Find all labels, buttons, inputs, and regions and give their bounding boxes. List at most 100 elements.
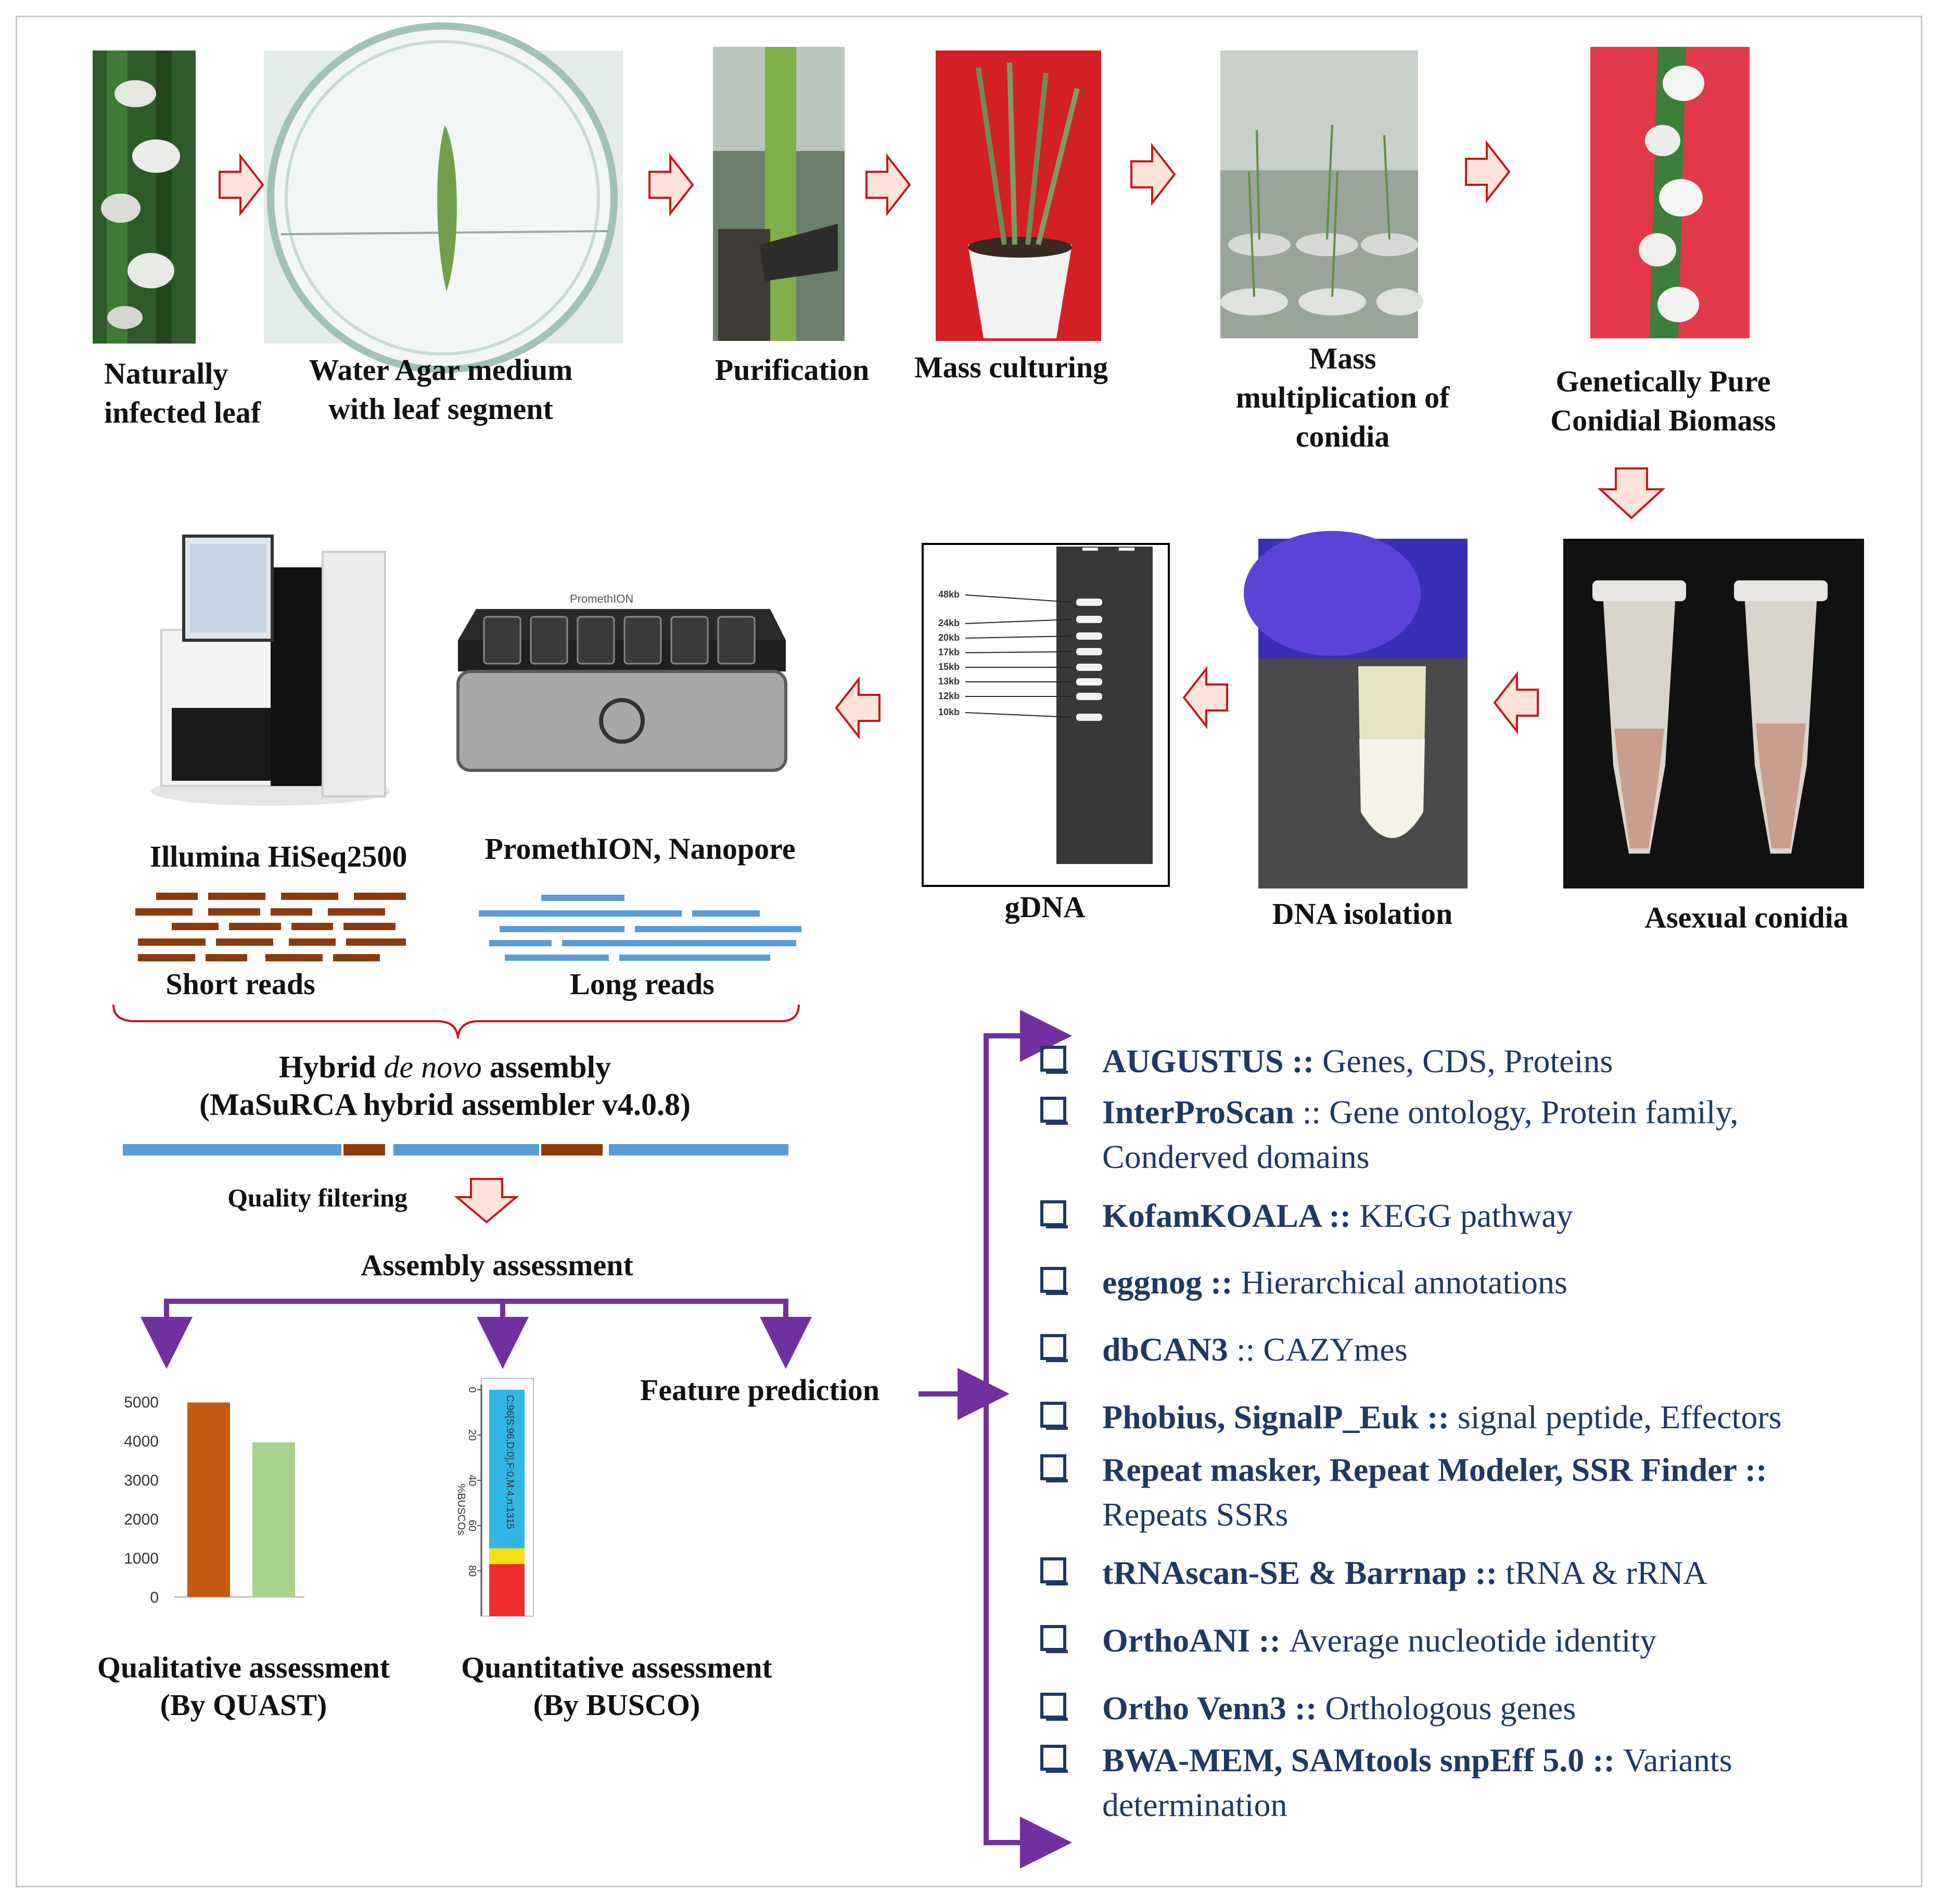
- checkbox-icon: [1040, 1693, 1066, 1719]
- tool-description-line: Repeats SSRs: [1102, 1496, 1288, 1533]
- ladder-label: 20kb: [938, 632, 960, 643]
- checkbox-icon: [1040, 1625, 1066, 1651]
- ladder-label: 17kb: [938, 647, 960, 657]
- flow-arrow-down-quality: [454, 1178, 519, 1224]
- y-tick-label: 5000: [124, 1394, 159, 1411]
- busco-segment: [489, 1390, 525, 1548]
- tool-description: tRNA & rRNA: [1506, 1554, 1707, 1591]
- y-tick-label: 80: [466, 1565, 478, 1577]
- tool-description-line: Conderved domains: [1102, 1138, 1370, 1175]
- checkbox-icon: [1040, 1402, 1066, 1428]
- y-tick-label: 0: [150, 1589, 159, 1606]
- annotation-tools-list: AUGUSTUS :: Genes, CDS, ProteinsInterPro…: [1040, 1043, 1782, 1823]
- figure-frame: [16, 16, 1922, 1887]
- label-water-agar: Water Agar medium with leaf segment: [309, 353, 573, 426]
- y-tick-label: 1000: [124, 1550, 159, 1567]
- photo-naturally-infected-leaf: [93, 50, 196, 344]
- busco-segment: [489, 1548, 525, 1564]
- y-tick-label: 2000: [124, 1511, 159, 1528]
- photo-mass-multiplication: [1220, 50, 1423, 338]
- tool-item: BWA-MEM, SAMtools snpEff 5.0 :: Variants…: [1040, 1742, 1732, 1823]
- label-short-reads: Short reads: [165, 967, 315, 1001]
- gel-ladder: 48kb 24kb 20kb 17kb 15kb 13kb 12kb 10kb: [938, 589, 1102, 721]
- photo-mass-culturing: [936, 50, 1101, 341]
- label-mass-multiplication: Mass multiplication of conidia: [1236, 341, 1450, 453]
- label-mass-culturing: Mass culturing: [914, 350, 1108, 384]
- tool-name: OrthoANI ::: [1102, 1622, 1289, 1659]
- photo-dna-isolation: [1244, 531, 1468, 888]
- label-line: Mass: [1309, 341, 1376, 375]
- label-line: Naturally: [104, 357, 228, 390]
- tool-name: eggnog ::: [1102, 1264, 1241, 1301]
- flow-arrows-top-row: [219, 140, 1511, 217]
- tool-text: dbCAN3 :: CAZYmes: [1102, 1331, 1408, 1368]
- y-tick-label: 4000: [124, 1433, 159, 1450]
- y-tick-label: 60: [466, 1520, 478, 1531]
- short-reads-graphic: [135, 893, 406, 961]
- label-hybrid-assembly: Hybrid de novo assembly: [279, 1050, 611, 1084]
- label-assembly-assessment: Assembly assessment: [361, 1248, 633, 1282]
- tool-description-line: determination: [1102, 1786, 1287, 1823]
- tool-item: eggnog :: Hierarchical annotations: [1040, 1264, 1567, 1301]
- tool-description: Genes, CDS, Proteins: [1322, 1043, 1613, 1080]
- label-line: infected leaf: [104, 396, 261, 429]
- checkbox-icon: [1040, 1557, 1066, 1583]
- tool-text: BWA-MEM, SAMtools snpEff 5.0 :: Variants: [1102, 1742, 1732, 1779]
- tool-name: Phobius, SignalP_Euk ::: [1102, 1399, 1458, 1436]
- tool-text: tRNAscan-SE & Barrnap :: tRNA & rRNA: [1102, 1554, 1707, 1591]
- tool-item: Phobius, SignalP_Euk :: signal peptide, …: [1040, 1399, 1782, 1436]
- label-quantitative-sub: (By BUSCO): [533, 1688, 700, 1722]
- checkbox-icon: [1040, 1334, 1066, 1360]
- ladder-label: 10kb: [938, 707, 960, 717]
- y-axis-label: %BUSCOs: [455, 1484, 467, 1535]
- tool-item: OrthoANI :: Average nucleotide identity: [1040, 1622, 1656, 1659]
- label-genetically-pure: Genetically Pure Conidial Biomass: [1550, 364, 1776, 437]
- tool-description: :: Gene ontology, Protein family,: [1303, 1094, 1739, 1131]
- tool-text: Repeat masker, Repeat Modeler, SSR Finde…: [1102, 1451, 1767, 1488]
- label-quality-filtering: Quality filtering: [227, 1183, 407, 1212]
- label-qualitative-sub: (By QUAST): [160, 1688, 327, 1722]
- label-masurca: (MaSuRCA hybrid assembler v4.0.8): [199, 1087, 691, 1122]
- label-qualitative: Qualitative assessment: [97, 1651, 390, 1684]
- ladder-label: 15kb: [938, 662, 960, 672]
- tool-description: Variants: [1623, 1742, 1732, 1779]
- tool-name: dbCAN3: [1102, 1331, 1236, 1368]
- assessment-branch-arrows: [141, 1299, 812, 1369]
- checkbox-icon: [1040, 1046, 1066, 1072]
- tool-name: tRNAscan-SE & Barrnap ::: [1102, 1554, 1506, 1591]
- label-dna-isolation: DNA isolation: [1272, 897, 1452, 931]
- checkbox-icon: [1040, 1267, 1066, 1293]
- flow-arrow-down-to-conidia: [1597, 467, 1666, 519]
- tool-item: Ortho Venn3 :: Orthologous genes: [1040, 1690, 1576, 1727]
- checkbox-icon: [1040, 1097, 1066, 1123]
- label-line: Conidial Biomass: [1550, 403, 1776, 437]
- ladder-label: 48kb: [938, 589, 960, 600]
- label-naturally-infected-leaf: Naturally infected leaf: [104, 357, 261, 429]
- tool-text: eggnog :: Hierarchical annotations: [1102, 1264, 1567, 1301]
- tool-name: Repeat masker, Repeat Modeler, SSR Finde…: [1102, 1451, 1767, 1488]
- tool-name: AUGUSTUS ::: [1102, 1043, 1322, 1080]
- promethion-logo: PromethION: [570, 592, 633, 605]
- tool-description: signal peptide, Effectors: [1458, 1399, 1782, 1436]
- label-line: conidia: [1296, 420, 1390, 453]
- photo-gdna-gel: 48kb 24kb 20kb 17kb 15kb 13kb 12kb 10kb: [922, 543, 1170, 887]
- tool-name: BWA-MEM, SAMtools snpEff 5.0 ::: [1102, 1742, 1623, 1779]
- busco-bar-text: C:96[S:96,D:0],F:0,M:4,n:1315: [504, 1395, 515, 1529]
- y-tick-label: 0: [466, 1387, 478, 1392]
- busco-segment: [489, 1564, 525, 1616]
- photo-water-agar-dish: [264, 22, 623, 373]
- reads-brace: [112, 1004, 800, 1039]
- label-line: with leaf segment: [328, 392, 553, 426]
- label-asexual-conidia: Asexual conidia: [1644, 900, 1848, 934]
- photo-asexual-conidia: [1563, 539, 1864, 888]
- tool-description: Average nucleotide identity: [1289, 1622, 1656, 1659]
- label-line: multiplication of: [1236, 380, 1450, 414]
- tool-description: Orthologous genes: [1325, 1690, 1576, 1727]
- long-reads-graphic: [479, 895, 801, 961]
- tool-description: KEGG pathway: [1359, 1197, 1573, 1234]
- tool-text: InterProScan :: Gene ontology, Protein f…: [1102, 1094, 1738, 1131]
- label-quantitative: Quantitative assessment: [461, 1651, 772, 1684]
- promethion-device-image: PromethION: [456, 592, 787, 772]
